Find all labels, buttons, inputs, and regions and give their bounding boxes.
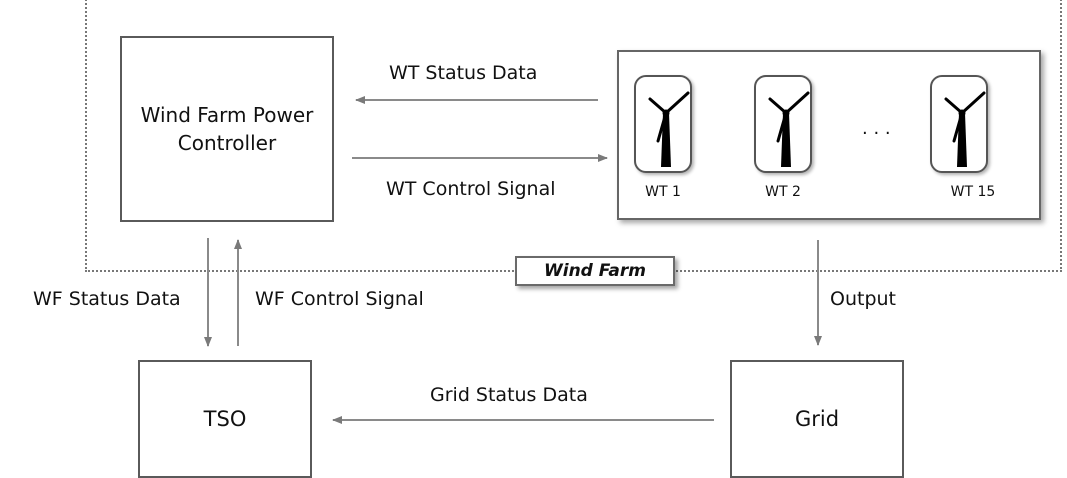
turbine-ellipsis: . . .: [862, 118, 891, 139]
wind-turbine-icon: [768, 91, 810, 167]
wt-status-data-label: WT Status Data: [389, 62, 538, 84]
wind-turbine-icon: [648, 91, 690, 167]
turbine-2-label: WT 2: [765, 184, 801, 200]
grid-status-data-label: Grid Status Data: [430, 384, 588, 406]
turbine-1: [634, 75, 692, 173]
wind-farm-power-controller-box: Wind Farm Power Controller: [120, 36, 334, 222]
output-label: Output: [830, 288, 896, 310]
turbine-15-label: WT 15: [950, 184, 996, 200]
wind-farm-label-text: Wind Farm: [544, 261, 646, 281]
wt-control-signal-label: WT Control Signal: [386, 178, 556, 200]
grid-label: Grid: [794, 407, 840, 431]
turbine-2: [754, 75, 812, 173]
tso-label: TSO: [203, 407, 247, 431]
wind-turbine-icon: [944, 91, 986, 167]
turbine-15: [930, 75, 988, 173]
grid-box: Grid: [730, 360, 904, 478]
wf-status-data-label: WF Status Data: [33, 288, 181, 310]
turbine-1-label: WT 1: [645, 184, 681, 200]
controller-label: Wind Farm Power Controller: [140, 103, 314, 155]
wf-control-signal-label: WF Control Signal: [255, 288, 424, 310]
wind-farm-label: Wind Farm: [515, 256, 675, 286]
